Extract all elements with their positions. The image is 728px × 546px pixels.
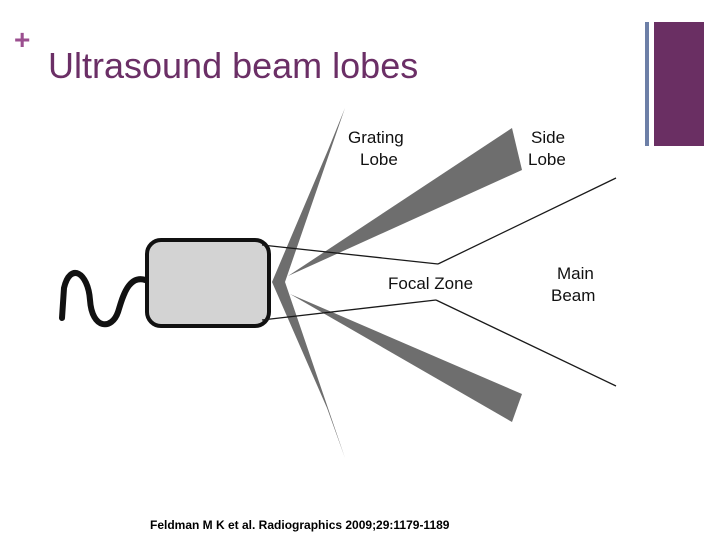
grating-lobe-upper — [272, 108, 345, 282]
side-lobe-label-line2: Lobe — [528, 150, 566, 169]
grating-lobe-label-line1: Grating — [348, 128, 404, 147]
citation-text: Feldman M K et al. Radiographics 2009;29… — [150, 518, 450, 532]
side-lobe-upper — [288, 128, 522, 276]
main-beam-line-lower-far — [435, 299, 617, 387]
main-beam-line-upper-far — [437, 177, 617, 265]
slide-title: Ultrasound beam lobes — [48, 45, 419, 86]
transducer-cable — [59, 270, 153, 328]
side-lobe-lower — [290, 294, 522, 422]
accent-bar-thin — [645, 22, 649, 146]
side-lobe-label-line1: Side — [531, 128, 565, 147]
main-beam-line-upper — [261, 244, 439, 265]
main-beam-label-line1: Main — [557, 264, 594, 283]
transducer-body — [145, 238, 271, 328]
bullet-plus-icon: + — [14, 24, 31, 55]
grating-lobe-label-line2: Lobe — [360, 150, 398, 169]
main-beam-label-line2: Beam — [551, 286, 595, 305]
accent-bar-thick — [654, 22, 704, 146]
grating-lobe-lower — [272, 282, 345, 458]
main-beam-line-lower — [261, 299, 437, 321]
focal-zone-label: Focal Zone — [388, 274, 473, 293]
